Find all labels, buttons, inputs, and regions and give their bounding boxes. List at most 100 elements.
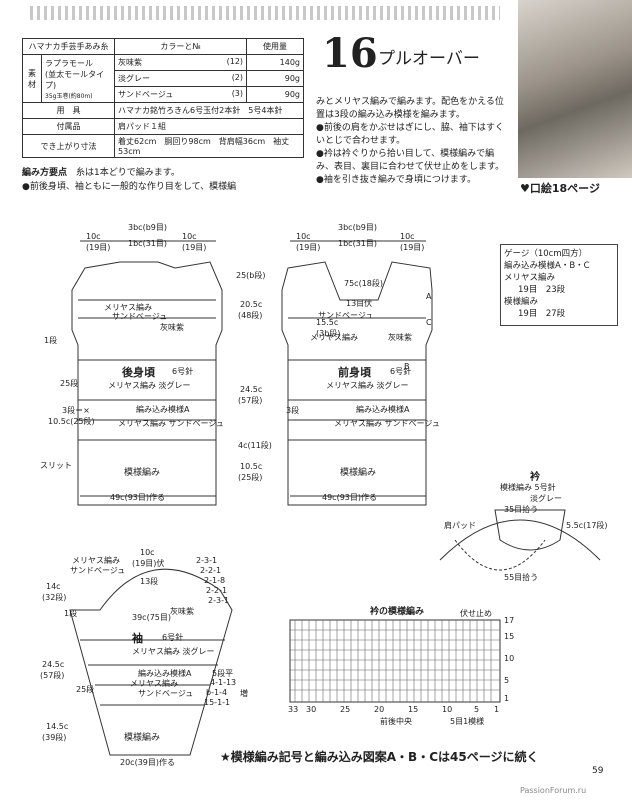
sleeve-label: 10c xyxy=(140,548,155,557)
front-stitch: 灰味紫 xyxy=(388,333,412,342)
points-line1: 糸は1本どりで編みます。 xyxy=(76,168,180,178)
front-label: A xyxy=(426,292,432,301)
collar-neckline xyxy=(454,539,546,571)
back-title: 後身頃 xyxy=(122,366,155,379)
chart-repeat-label: 5目1模様 xyxy=(450,717,485,726)
front-stitch: メリヤス編み 淡グレー xyxy=(326,381,409,390)
chart-x-label: 33 xyxy=(288,705,299,714)
back-left: スリット xyxy=(40,461,72,470)
sleeve-needle: 6号針 xyxy=(162,633,184,642)
back-side: 10.5c xyxy=(240,462,263,471)
front-label: 75c(18段) xyxy=(344,279,383,288)
chart-y-label: 1 xyxy=(504,694,510,703)
footnote: ★模様編み記号と編み込み図案A・B・Cは45ページに続く xyxy=(220,750,539,764)
chart-y-label: 17 xyxy=(504,616,515,625)
collar-color: 淡グレー xyxy=(530,494,562,503)
front-label: 3段 xyxy=(286,406,300,415)
back-side: 25(b段) xyxy=(236,271,266,280)
back-width: 1bc(31目) xyxy=(128,239,167,248)
yarn-sub2: 35g玉巻(約80m) xyxy=(45,92,93,100)
front-stitch: 模様編み xyxy=(340,468,377,478)
front-label: 15.5c xyxy=(316,318,339,327)
back-width-top: 3bc(b9目) xyxy=(128,223,167,232)
back-stitch: 編み込み模様A xyxy=(136,405,190,414)
back-needle: 6号針 xyxy=(172,367,194,376)
chart-x-label: 10 xyxy=(442,705,453,714)
points-line2: ●前後身頃、袖ともに一般的な作り目をして、模様編 xyxy=(22,182,237,192)
knitting-points: 編み方要点 糸は1本どりで編みます。 ●前後身頃、袖ともに一般的な作り目をして、… xyxy=(22,166,322,194)
size-label: でき上がり寸法 xyxy=(21,134,116,158)
chart-y-label: 15 xyxy=(504,632,515,641)
back-cast-on: 49c(93目)作る xyxy=(110,493,165,502)
sleeve-dec: 2-2-1 xyxy=(200,566,222,575)
sleeve-label: メリヤス編み xyxy=(72,556,120,565)
sleeve-dec: 5段平 xyxy=(212,669,234,678)
sleeve-side: (57段) xyxy=(40,671,65,680)
collar-outline xyxy=(494,509,566,551)
back-stitch: メリヤス編み 淡グレー xyxy=(108,381,191,390)
front-stitch: サンドベージュ xyxy=(318,311,374,320)
back-stitch: 灰味紫 xyxy=(160,323,184,332)
collar-label: 5.5c(17段) xyxy=(566,521,608,530)
materials-yarn-cell: ラプラモール (並太モールタイプ) 35g玉巻(約80m) xyxy=(40,54,116,103)
front-width: (19目) xyxy=(296,243,321,252)
chart-x-label: 5 xyxy=(474,705,480,714)
front-stitch: 編み込み模様A xyxy=(356,405,410,414)
back-stitch: メリヤス編み サンドベージュ xyxy=(118,419,224,428)
front-label: B xyxy=(404,362,410,371)
back-left: 25段 xyxy=(60,379,79,388)
front-width: (19目) xyxy=(400,243,425,252)
sleeve-dec: 2-3-1 xyxy=(208,596,230,605)
chart-y-label: 10 xyxy=(504,654,515,663)
sleeve-side: 14c xyxy=(46,582,61,591)
collar-chart-title: 衿の模様編み xyxy=(370,607,425,617)
header-decoration xyxy=(30,6,500,20)
description-line: ●衿は衿ぐりから拾い目して、模様編みで編み、表目、裏目に合わせて伏せ止めをします… xyxy=(316,149,505,172)
yarn-sub: (並太モールタイプ) xyxy=(45,69,105,90)
sleeve-dec: 15-1-1 xyxy=(204,698,231,707)
sleeve-side: 14.5c xyxy=(46,722,69,731)
front-stitch: メリヤス編み サンドベージュ xyxy=(334,419,440,428)
back-side: (57段) xyxy=(238,396,263,405)
collar-label: 肩パッド xyxy=(444,521,476,530)
sleeve-side: 24.5c xyxy=(42,660,65,669)
gauge-row: 19目 27段 xyxy=(518,309,566,319)
description-line: ●袖を引き抜き編みで身頃につけます。 xyxy=(316,175,476,185)
front-body-outline xyxy=(281,261,433,506)
model-photo xyxy=(518,0,632,178)
pattern-number: 16 xyxy=(322,30,378,77)
back-side: 4c(11段) xyxy=(238,441,272,450)
points-title: 編み方要点 xyxy=(22,168,68,178)
description: みとメリヤス編みで編みます。配色をかえる位置は3段の編み込み模様を編みます。 ●… xyxy=(316,96,512,187)
description-line: ●前後の肩をかぶせはぎにし、脇、袖下はすくいとじで合わせます。 xyxy=(316,123,504,146)
materials-table: ハマナカ手芸手あみ糸 カラーと№ 使用量 素材 ラプラモール (並太モールタイプ… xyxy=(21,38,304,158)
sleeve-title: 袖 xyxy=(132,632,143,645)
sleeve-label: サンドベージュ xyxy=(138,689,194,698)
gauge-box: ゲージ（10cm四方） 編み込み模様A・B・C メリヤス編み 19目 23段 模… xyxy=(500,244,618,326)
chart-x-label: 25 xyxy=(340,705,351,714)
back-side: 24.5c xyxy=(240,385,263,394)
sleeve-label: (19目)伏 xyxy=(132,559,165,568)
back-width: (19目) xyxy=(182,243,207,252)
chart-y-label: 5 xyxy=(504,676,510,685)
sleeve-label: サンドベージュ xyxy=(70,566,126,575)
back-side: (25段) xyxy=(238,473,263,482)
collar-subtitle: 模様編み 5号針 xyxy=(500,483,556,492)
sleeve-label: 灰味紫 xyxy=(170,607,194,616)
collar-label: 55目拾う xyxy=(504,573,539,582)
gauge-row: 編み込み模様A・B・C xyxy=(504,261,590,271)
sleeve-side: (39段) xyxy=(42,733,67,742)
gauge-row: 模様編み xyxy=(504,297,539,307)
gauge-row: 19目 23段 xyxy=(518,285,566,295)
sleeve-dec: 2-1-8 xyxy=(204,576,226,585)
photo-page-ref: ♥口絵18ページ xyxy=(520,182,600,195)
front-width: 1bc(31目) xyxy=(338,239,377,248)
front-label: C xyxy=(426,318,432,327)
sleeve-label: 13段 xyxy=(140,577,159,586)
collar-chart-note: 伏せ止め xyxy=(460,609,492,618)
chart-x-label: 1 xyxy=(494,705,500,714)
gauge-row: メリヤス編み xyxy=(504,273,556,283)
back-left: 3段＝× xyxy=(62,406,90,415)
front-stitch: メリヤス編み xyxy=(310,333,358,342)
